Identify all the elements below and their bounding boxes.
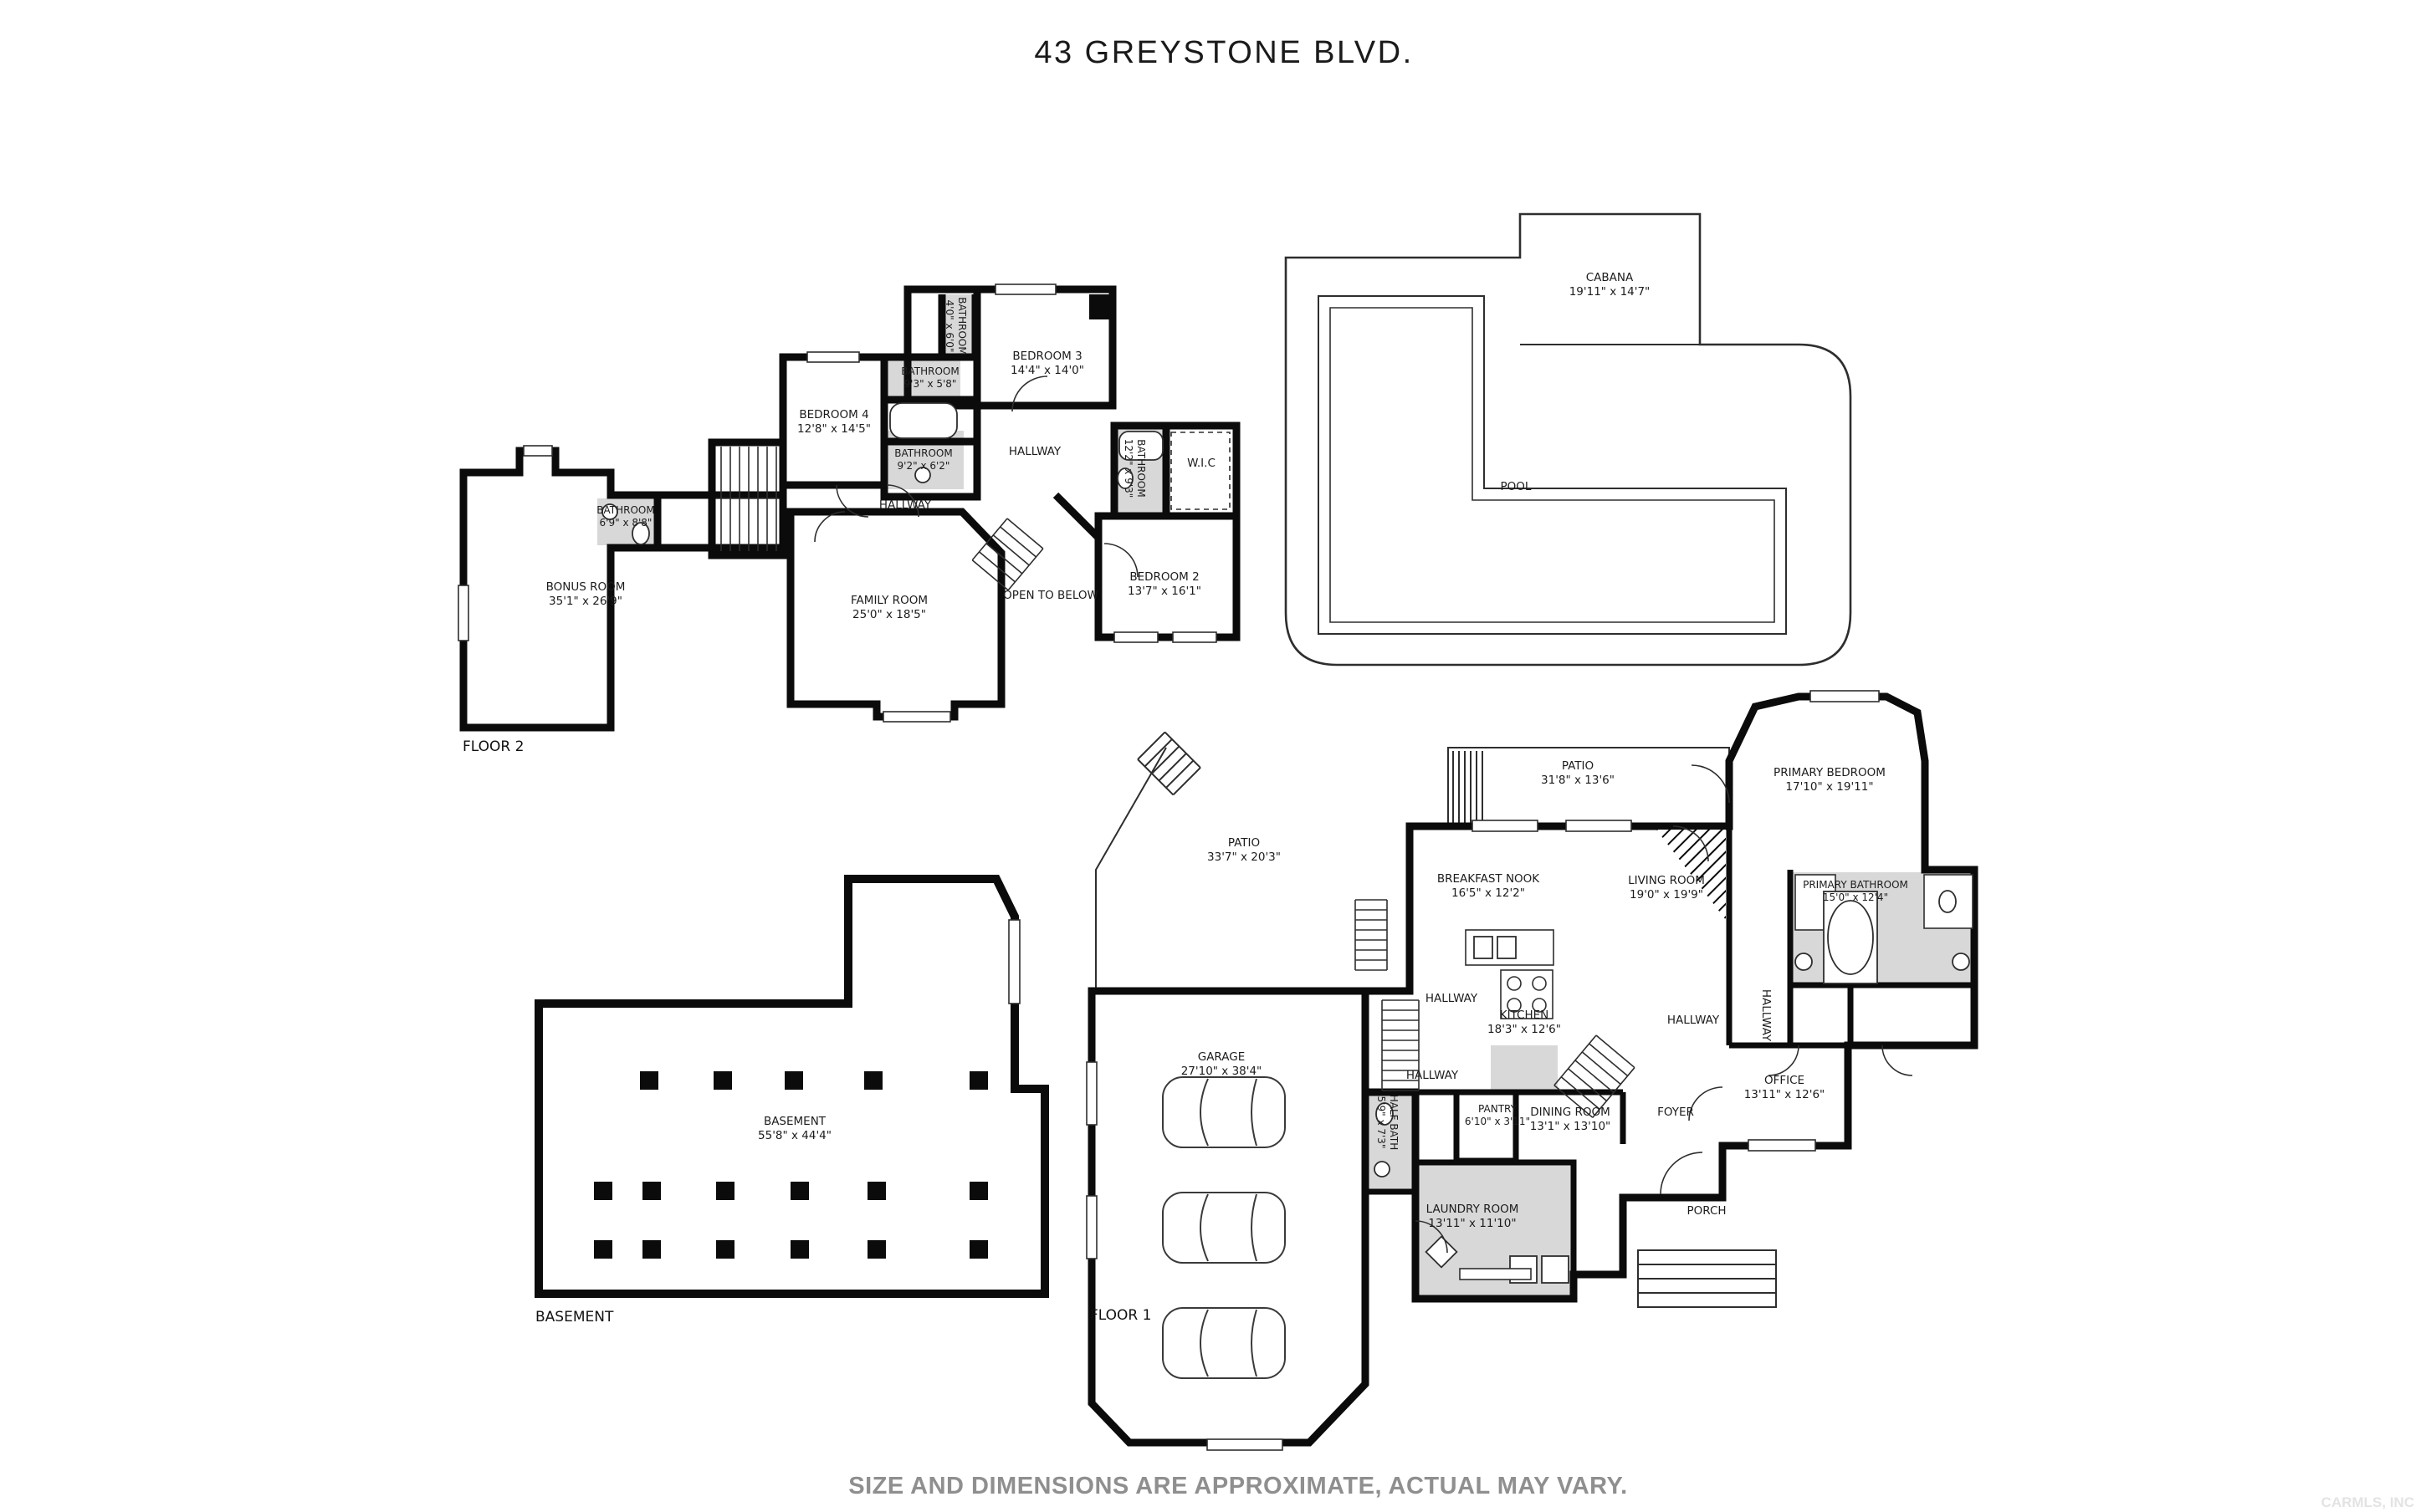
room-label: POOL (1501, 480, 1532, 493)
floor-label: FLOOR 2 (463, 738, 524, 755)
floor1-room-fills (1368, 872, 1975, 1296)
floor1-door-arcs (1415, 764, 1913, 1254)
room-label: FOYER (1657, 1106, 1694, 1119)
room-label: HALLWAY (879, 498, 932, 512)
room-label: HALLWAY (1406, 1069, 1459, 1082)
primary-bathroom-fixtures (1794, 874, 1973, 984)
floor2-plan (458, 284, 1241, 732)
floor-label: FLOOR 1 (1090, 1307, 1151, 1324)
room-label: HALF BATH5'9" x 7'3" (1375, 1095, 1400, 1151)
floor1-stairs-icon (1354, 899, 1635, 1118)
room-label: BATHROOM4'0" x 6'0" (944, 297, 968, 355)
room-label: PORCH (1687, 1204, 1726, 1218)
floor2-door-arcs (814, 375, 1139, 578)
floor2-windows (458, 284, 1217, 723)
pool-inner-edge (1329, 307, 1775, 623)
car-icons (1162, 1076, 1286, 1379)
room-label: HALLWAY (1667, 1014, 1720, 1027)
watermark: CARMLS, INC (2321, 1494, 2414, 1510)
pool-outline (1318, 295, 1787, 635)
room-label: W.I.C (1187, 457, 1216, 470)
room-label: HALLWAY (1425, 992, 1478, 1005)
floor-label: BASEMENT (535, 1309, 614, 1326)
disclaimer-text: SIZE AND DIMENSIONS ARE APPROXIMATE, ACT… (848, 1473, 1628, 1499)
room-label: OPEN TO BELOW (1003, 589, 1098, 602)
room-label: HALLWAY (1009, 445, 1062, 458)
basement-plan (535, 875, 1049, 1298)
floor1-windows (1086, 690, 1880, 1451)
basement-pillars (594, 1071, 988, 1259)
floor2-fixtures (601, 402, 1164, 545)
floor1-plan (1086, 690, 1978, 1451)
fireplace-hatch (1656, 830, 1726, 920)
page-title: 43 GREYSTONE BLVD. (1034, 35, 1413, 70)
floor2-stairs-icon (716, 432, 1231, 591)
bedroom3-chimney (1089, 294, 1113, 319)
floor1-walls (1088, 692, 1978, 1447)
room-label: BATHROOM12'2" x 9'3" (1123, 439, 1147, 498)
pool-deck-outline (1284, 212, 1852, 667)
basement-window (1008, 919, 1021, 1004)
pool-area-plan (1284, 212, 1852, 667)
room-label: HALLWAY (1759, 989, 1773, 1042)
